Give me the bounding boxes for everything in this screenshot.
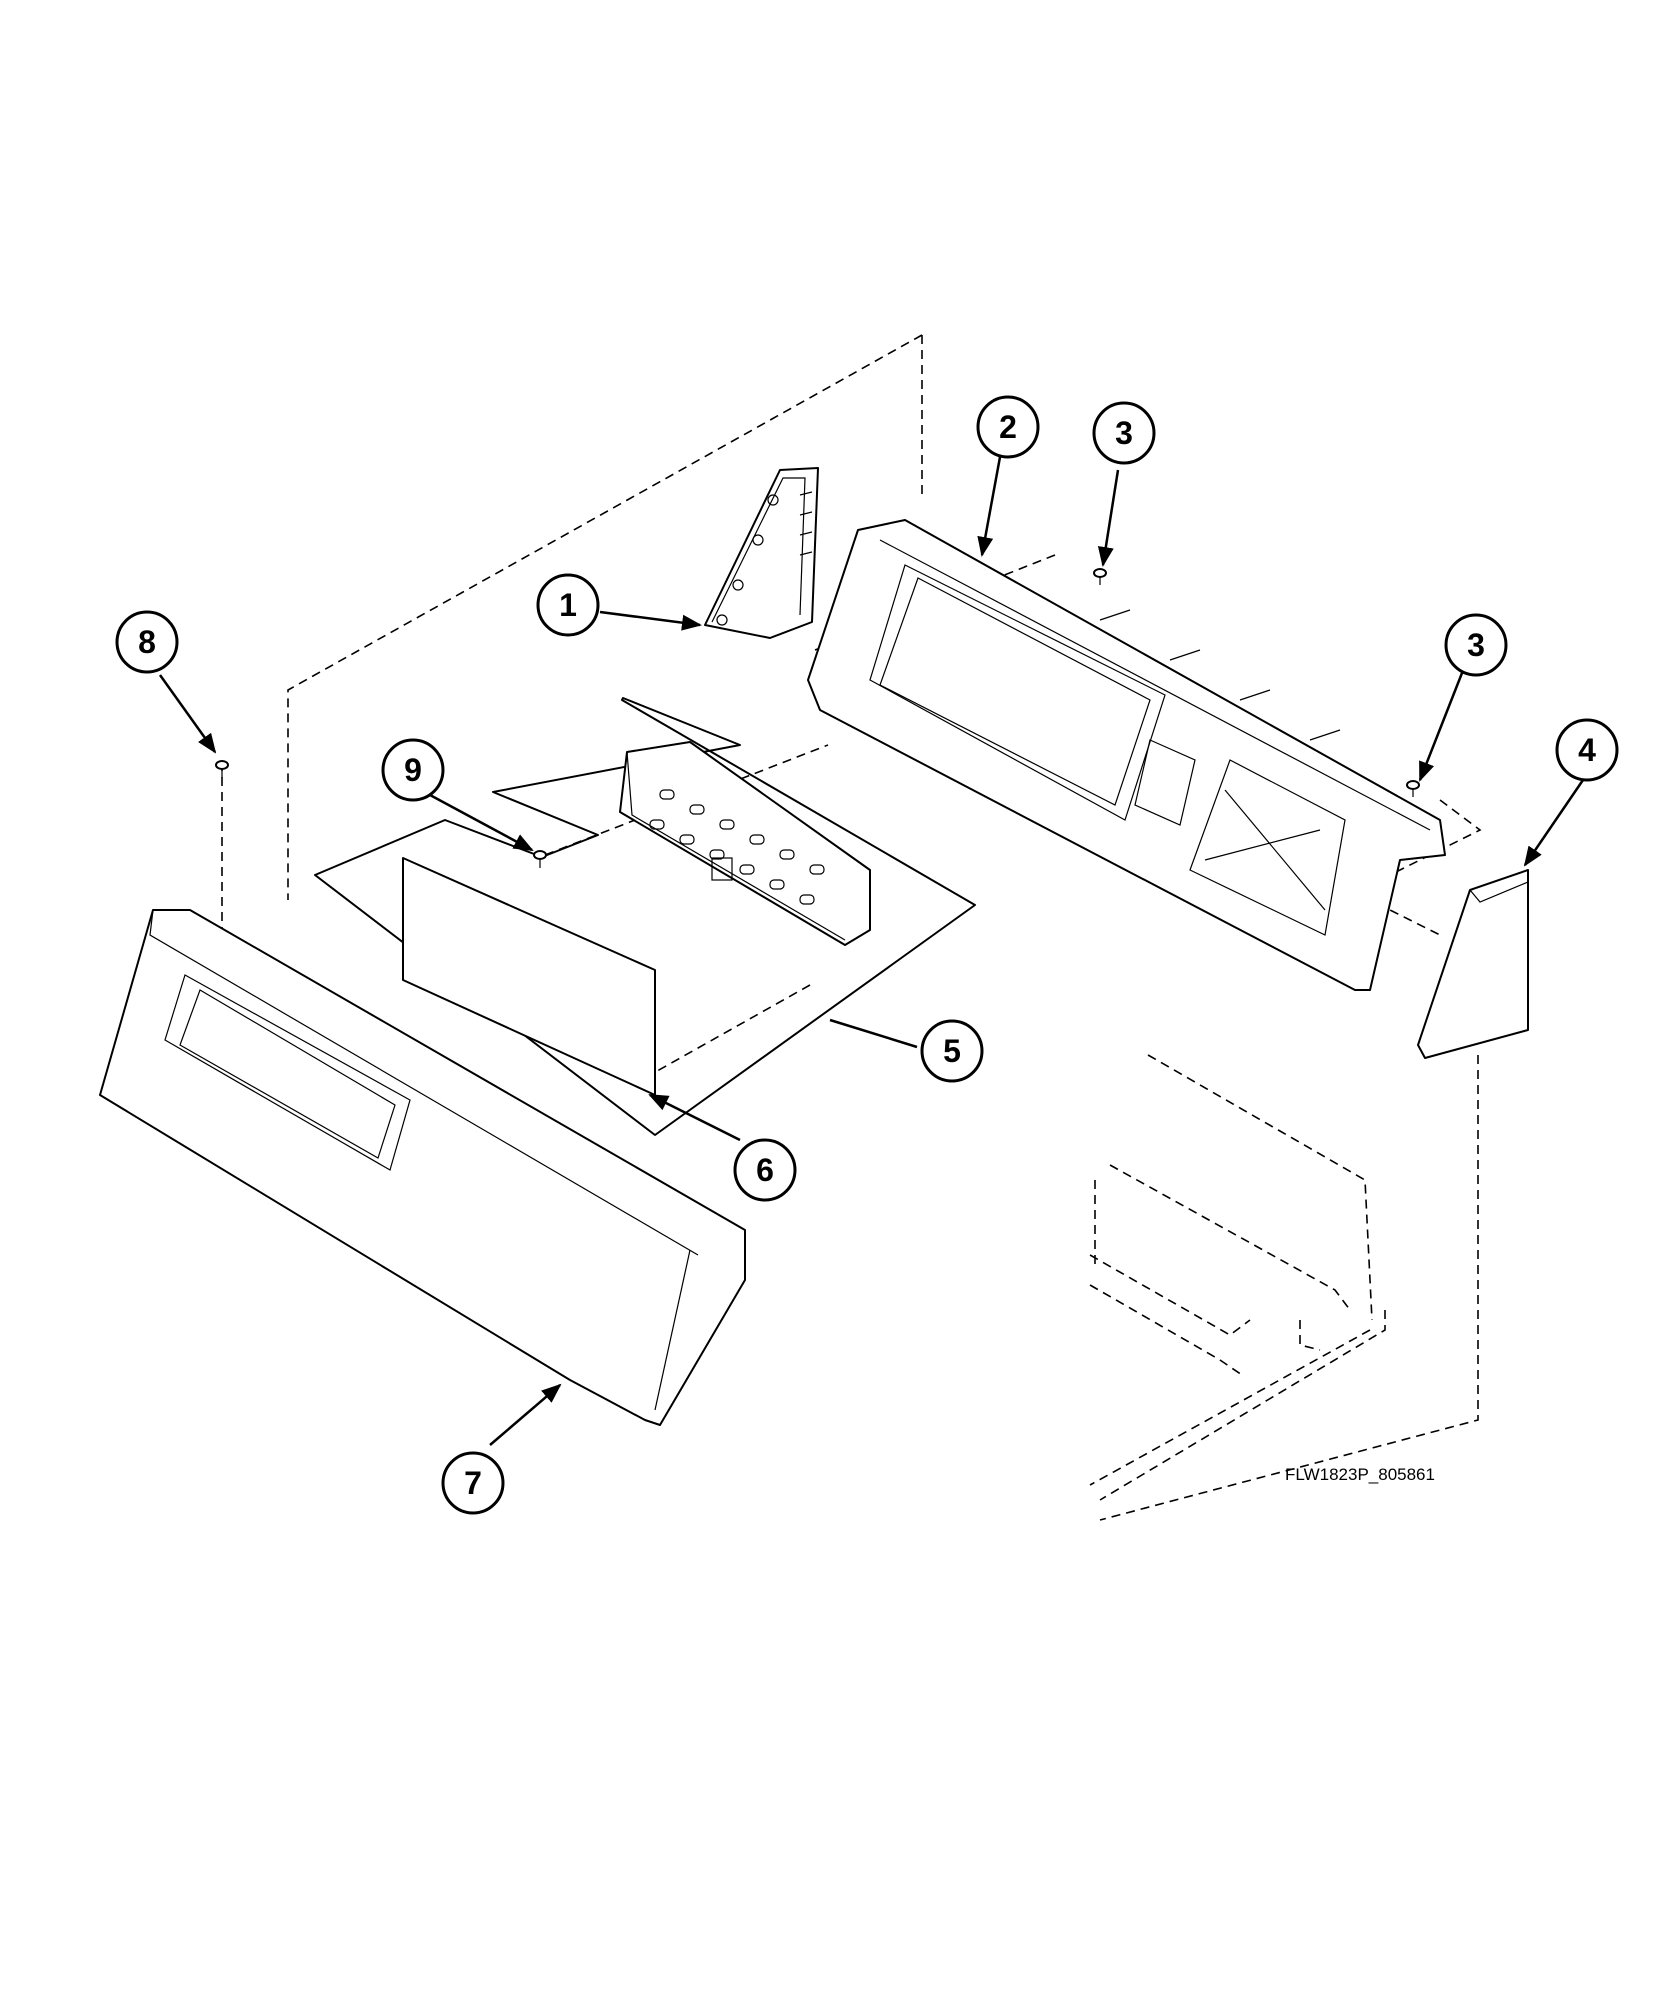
callout-3-top-label: 3 bbox=[1115, 415, 1133, 451]
callout-3-right-label: 3 bbox=[1467, 627, 1485, 663]
callout-1: 1 bbox=[536, 573, 600, 637]
callout-leaders bbox=[158, 456, 1585, 1446]
part-1-end-bracket bbox=[704, 467, 819, 639]
callout-9: 9 bbox=[381, 738, 445, 802]
callout-7-label: 7 bbox=[464, 1465, 482, 1501]
part-7-front-panel bbox=[99, 909, 746, 1426]
part-4-end-cap bbox=[1417, 869, 1529, 1059]
callout-6-label: 6 bbox=[756, 1152, 774, 1188]
callout-5: 5 bbox=[920, 1019, 984, 1083]
callout-4-label: 4 bbox=[1578, 732, 1596, 768]
callout-6: 6 bbox=[733, 1138, 797, 1202]
part-2-console-frame bbox=[807, 519, 1446, 991]
callout-3-right: 3 bbox=[1444, 613, 1508, 677]
part-9-screw bbox=[533, 850, 547, 868]
callout-5-label: 5 bbox=[943, 1033, 961, 1069]
callout-8: 8 bbox=[115, 610, 179, 674]
part-6-control-board bbox=[619, 741, 871, 946]
callout-2: 2 bbox=[976, 395, 1040, 459]
callout-4: 4 bbox=[1555, 718, 1619, 782]
part-3-screw-top bbox=[1093, 568, 1107, 585]
callout-2-label: 2 bbox=[999, 409, 1017, 445]
part-3-screw-right bbox=[1406, 780, 1420, 797]
callout-3-top: 3 bbox=[1092, 401, 1156, 465]
callout-7: 7 bbox=[441, 1451, 505, 1515]
diagram-id-label: FLW1823P_805861 bbox=[1285, 1465, 1435, 1484]
callout-1-label: 1 bbox=[559, 587, 577, 623]
cabinet-outline bbox=[1089, 1054, 1386, 1501]
part-5-kit-outline bbox=[314, 697, 976, 1136]
callout-8-label: 8 bbox=[138, 624, 156, 660]
callout-9-label: 9 bbox=[404, 752, 422, 788]
part-8-screw bbox=[215, 760, 229, 778]
